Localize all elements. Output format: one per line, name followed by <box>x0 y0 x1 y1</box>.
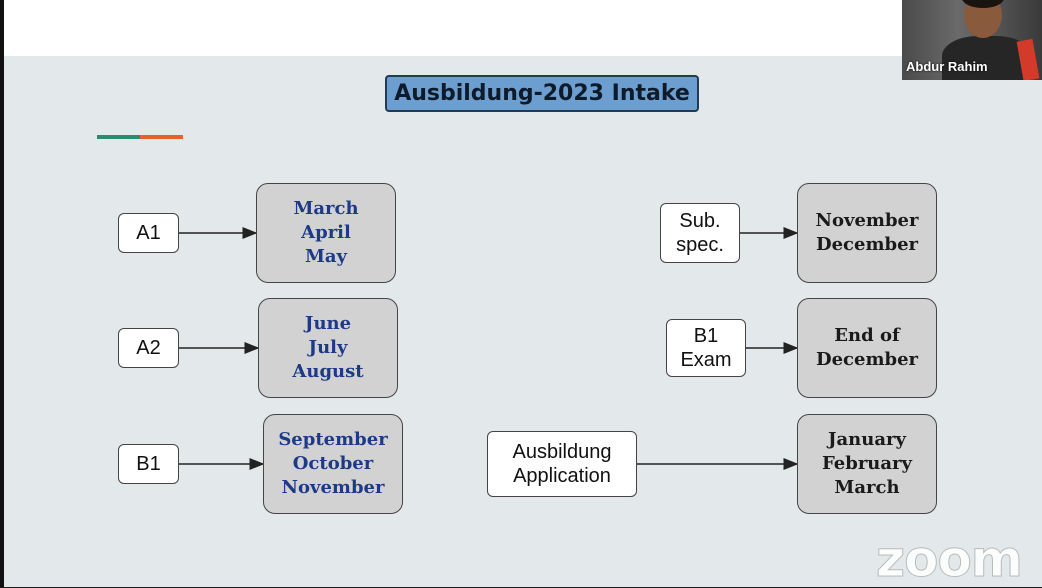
accent-bar-orange <box>140 135 183 139</box>
node-b1: B1 <box>118 444 179 484</box>
node-march-april-may: March April May <box>256 183 396 283</box>
accent-bar-green <box>97 135 140 139</box>
node-september-october-november: September October November <box>263 414 403 514</box>
node-june-july-august: June July August <box>258 298 398 398</box>
presenter-name: Abdur Rahim <box>906 59 988 74</box>
node-ausbildung-application: Ausbildung Application <box>487 431 637 497</box>
node-november-december: November December <box>797 183 937 283</box>
zoom-watermark: zoom <box>876 530 1024 588</box>
slide-title: Ausbildung-2023 Intake <box>385 75 699 112</box>
node-a2: A2 <box>118 328 179 368</box>
node-end-of-december: End of December <box>797 298 937 398</box>
node-a1: A1 <box>118 213 179 253</box>
node-b1-exam: B1 Exam <box>666 319 746 377</box>
top-bar <box>0 0 1042 56</box>
node-january-february-march: January February March <box>797 414 937 514</box>
left-edge <box>0 0 4 587</box>
node-sub-spec: Sub. spec. <box>660 203 740 263</box>
presenter-hair <box>962 0 1004 8</box>
presenter-video[interactable]: Abdur Rahim <box>902 0 1042 80</box>
